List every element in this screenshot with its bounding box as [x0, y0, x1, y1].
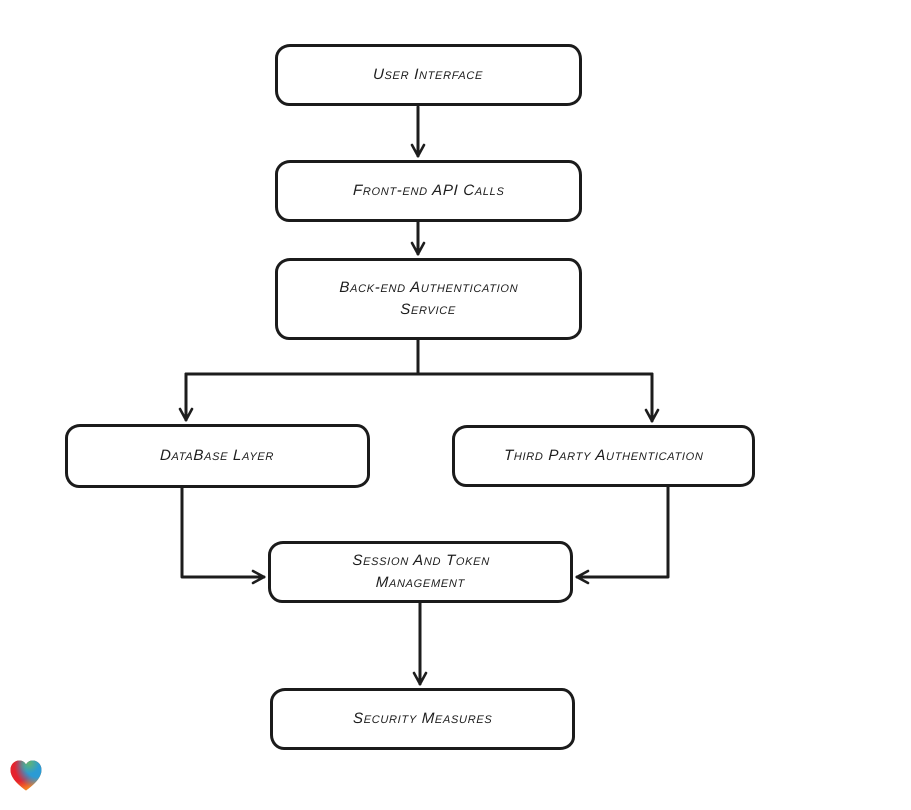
node-front-end-api-calls[interactable]: Front-end API Calls — [275, 160, 582, 222]
node-label: Back-end Authentication Service — [339, 279, 519, 318]
node-database-layer[interactable]: DataBase Layer — [65, 424, 370, 488]
heart-logo[interactable] — [8, 758, 44, 794]
node-label: DataBase Layer — [160, 447, 275, 464]
heart-icon — [10, 760, 42, 791]
node-label: User Interface — [373, 66, 484, 83]
node-user-interface[interactable]: User Interface — [275, 44, 582, 106]
node-back-end-authentication-service[interactable]: Back-end Authentication Service — [275, 258, 582, 340]
node-label: Security Measures — [352, 710, 493, 727]
edge-database-layer-to-session-management — [180, 486, 266, 585]
node-label: Front-end API Calls — [352, 182, 505, 199]
edge-third-party-to-session-management — [575, 485, 670, 585]
node-label: Third Party Authentication — [503, 447, 704, 464]
node-security-measures[interactable]: Security Measures — [270, 688, 575, 750]
node-session-and-token-management[interactable]: Session And Token Management — [268, 541, 573, 603]
node-label: Session And Token Management — [351, 552, 490, 591]
node-third-party-authentication[interactable]: Third Party Authentication — [452, 425, 755, 487]
